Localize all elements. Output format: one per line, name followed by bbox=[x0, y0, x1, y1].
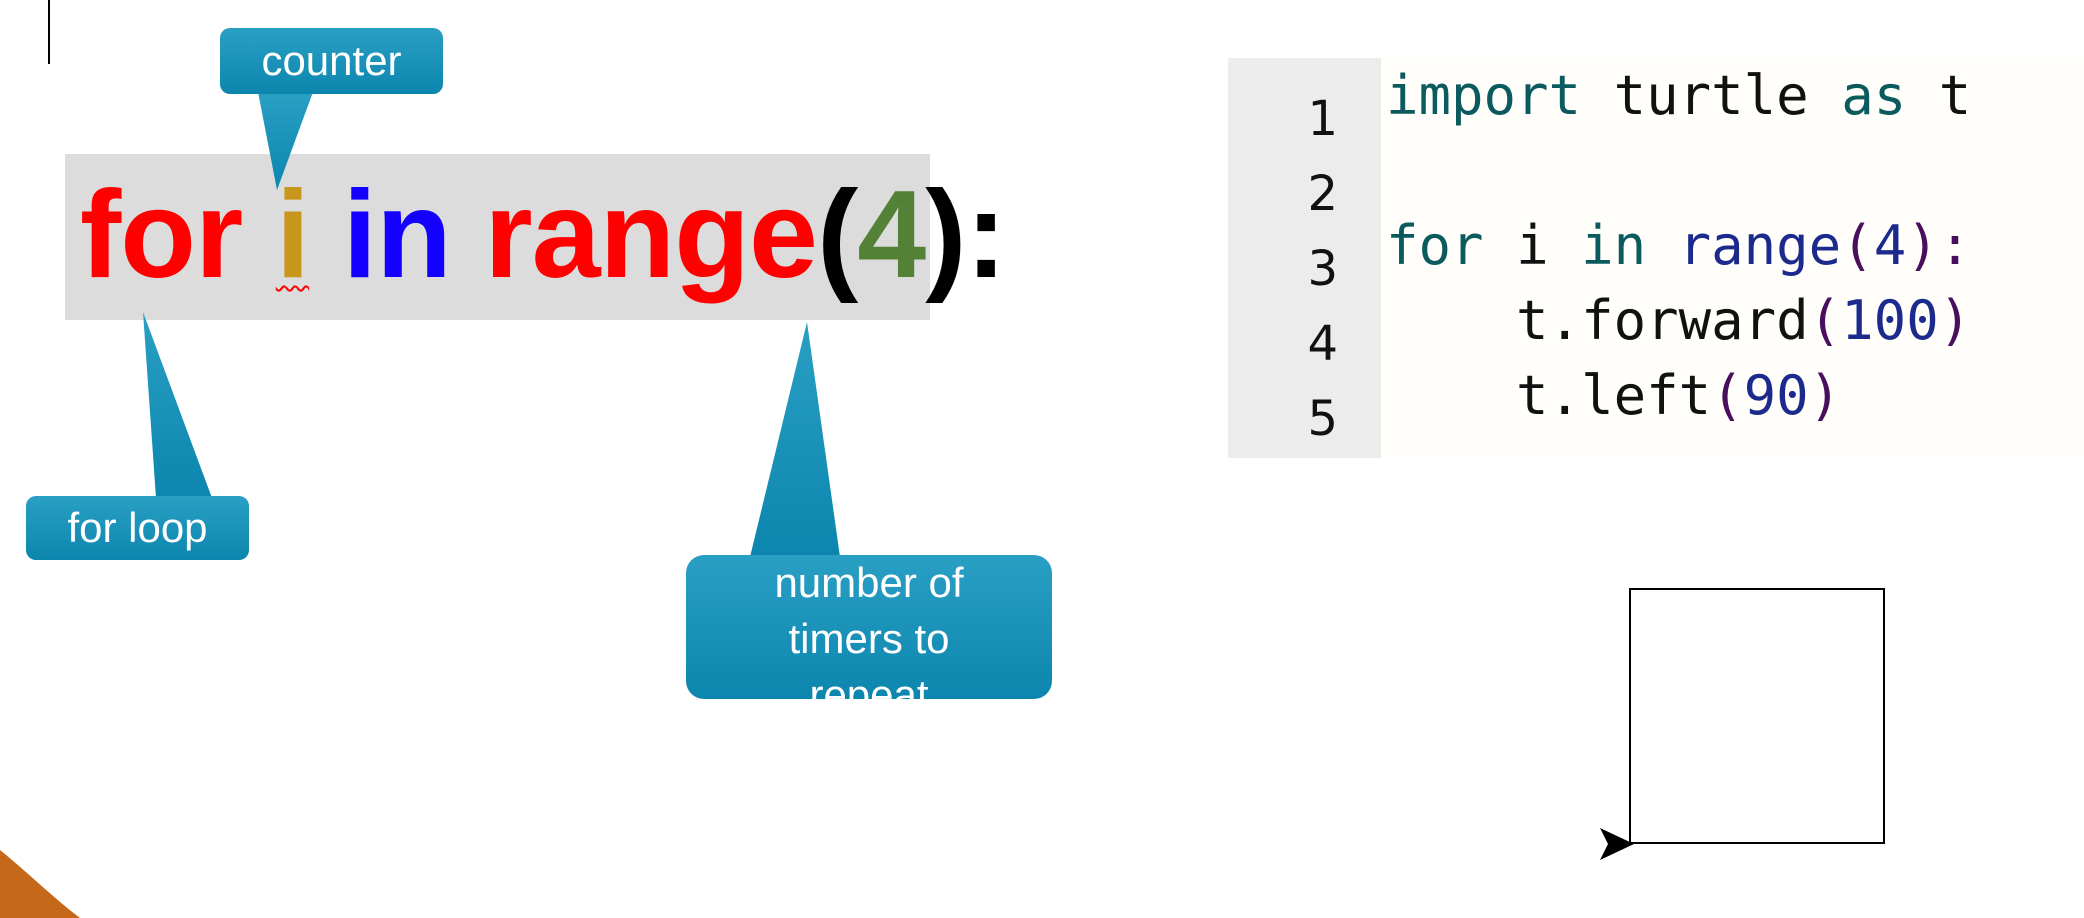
token-module: turtle bbox=[1613, 64, 1809, 127]
token-as: as bbox=[1841, 64, 1907, 127]
token-paren: ) bbox=[1938, 289, 1972, 352]
token-method: forward bbox=[1581, 289, 1809, 352]
line-number: 3 bbox=[1307, 241, 1338, 297]
keyword-for: for bbox=[80, 166, 243, 304]
function-range: range bbox=[484, 166, 818, 304]
counter-callout: counter bbox=[220, 28, 443, 94]
token-paren: ( bbox=[1711, 364, 1744, 427]
token-paren: ( bbox=[1841, 214, 1874, 277]
line-number: 4 bbox=[1307, 316, 1338, 372]
turtle-arrow-icon bbox=[1600, 828, 1634, 860]
for-loop-pointer bbox=[143, 312, 212, 498]
for-loop-callout: for loop bbox=[26, 496, 249, 560]
for-loop-statement: for i in range(4): bbox=[80, 160, 1007, 310]
code-area[interactable] bbox=[1381, 58, 2084, 458]
code-line-3: for i in range(4): bbox=[1386, 208, 1971, 283]
line-number: 2 bbox=[1307, 166, 1338, 222]
counter-variable: i bbox=[275, 166, 310, 304]
token-paren: ) bbox=[1808, 364, 1842, 427]
token-object: t. bbox=[1516, 364, 1582, 427]
token-i: i bbox=[1516, 214, 1549, 277]
close-paren: ) bbox=[925, 166, 966, 304]
callout-line: number of bbox=[774, 559, 964, 606]
slide-corner-decoration bbox=[0, 850, 80, 918]
token-object: t. bbox=[1516, 289, 1582, 352]
code-line-5: t.left(90) bbox=[1386, 358, 1841, 433]
line-number: 6 bbox=[1228, 457, 1338, 458]
line-number-gutter: 1 2 3 4 5 6 bbox=[1228, 58, 1381, 458]
repeat-count-callout: number of timers to repeat bbox=[686, 555, 1052, 699]
colon: : bbox=[965, 166, 1007, 304]
token-paren: ): bbox=[1906, 214, 1972, 277]
token-alias: t bbox=[1938, 64, 1972, 127]
callout-line: timers to bbox=[788, 615, 950, 662]
line-number: 1 bbox=[1307, 91, 1338, 147]
text-cursor bbox=[48, 0, 50, 64]
number-pointer bbox=[750, 322, 840, 557]
token-number: 100 bbox=[1841, 289, 1939, 352]
token-number: 4 bbox=[1873, 214, 1907, 277]
token-number: 90 bbox=[1743, 364, 1809, 427]
token-in: in bbox=[1581, 214, 1647, 277]
open-paren: ( bbox=[816, 166, 858, 304]
callout-line: repeat bbox=[809, 671, 929, 699]
code-line-4: t.forward(100) bbox=[1386, 283, 1971, 358]
code-line-1: import turtle as t bbox=[1386, 58, 1971, 133]
token-for: for bbox=[1386, 214, 1484, 277]
token-paren: ( bbox=[1808, 289, 1842, 352]
repeat-count: 4 bbox=[857, 166, 926, 304]
line-number: 5 bbox=[1307, 391, 1338, 447]
code-editor: 1 2 3 4 5 6 bbox=[1228, 58, 2084, 458]
token-method: left bbox=[1581, 364, 1712, 427]
turtle-square-drawing bbox=[1629, 588, 1885, 844]
statement-highlight bbox=[65, 154, 930, 320]
token-range: range bbox=[1678, 214, 1842, 277]
token-import: import bbox=[1386, 64, 1582, 127]
keyword-in: in bbox=[342, 166, 452, 304]
